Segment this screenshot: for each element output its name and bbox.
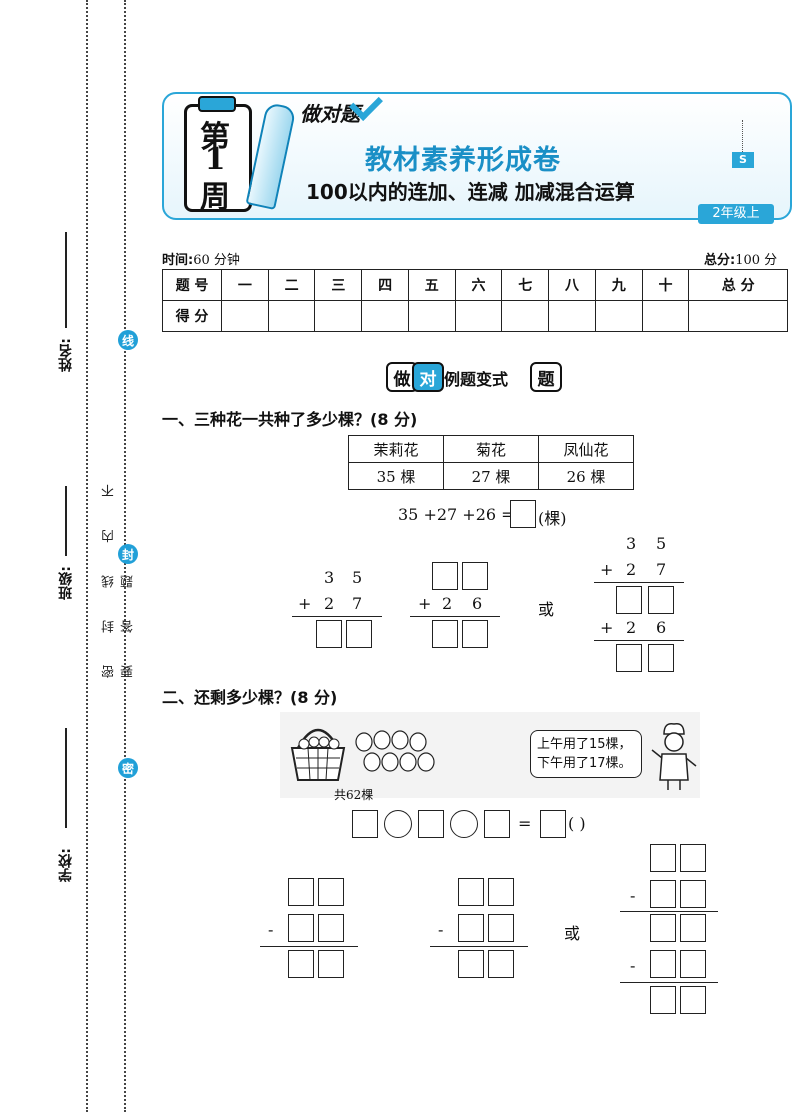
- answer-box[interactable]: [680, 914, 706, 942]
- equals-sign: =: [518, 814, 532, 833]
- badge-string: [742, 120, 745, 152]
- answer-box[interactable]: [288, 914, 314, 942]
- answer-box[interactable]: [458, 950, 484, 978]
- answer-box[interactable]: [540, 810, 566, 838]
- chef-icon: [651, 722, 697, 790]
- answer-box[interactable]: [288, 878, 314, 906]
- name-field[interactable]: [65, 232, 67, 328]
- school-field[interactable]: [65, 728, 67, 828]
- seal-mi-icon: 密: [118, 758, 138, 778]
- answer-box[interactable]: [616, 644, 642, 672]
- page-subtitle: 100以内的连加、连减 加减混合运算: [306, 180, 635, 204]
- page-title: 教材素养形成卷: [365, 145, 561, 176]
- series-logo: 做对题: [300, 102, 360, 126]
- operator-circle[interactable]: [384, 810, 412, 838]
- answer-box[interactable]: [318, 878, 344, 906]
- name-label: 姓名:: [58, 338, 74, 372]
- answer-box[interactable]: [650, 986, 676, 1014]
- answer-box[interactable]: [288, 950, 314, 978]
- answer-box[interactable]: [432, 562, 458, 590]
- class-label: 班级:: [58, 566, 74, 600]
- q2-unit: ( ): [568, 814, 586, 833]
- answer-box[interactable]: [680, 880, 706, 908]
- answer-box[interactable]: [346, 620, 372, 648]
- answer-box[interactable]: [318, 914, 344, 942]
- s-badge: S: [732, 152, 754, 168]
- total-score-info: 总分:100 分: [704, 253, 778, 268]
- answer-box[interactable]: [488, 914, 514, 942]
- answer-box[interactable]: [488, 878, 514, 906]
- answer-box[interactable]: [318, 950, 344, 978]
- basket-caption: 共62棵: [334, 788, 374, 802]
- clipboard-clamp: [198, 96, 236, 112]
- seal-xian-icon: 线: [118, 330, 138, 350]
- answer-box[interactable]: [458, 914, 484, 942]
- answer-box[interactable]: [352, 810, 378, 838]
- class-field[interactable]: [65, 486, 67, 556]
- q1-equation: 35 +27 +26 =: [398, 505, 515, 524]
- section-banner: 做 对 例题变式 题: [386, 360, 562, 392]
- answer-box[interactable]: [650, 880, 676, 908]
- answer-box[interactable]: [616, 586, 642, 614]
- answer-box[interactable]: [462, 562, 488, 590]
- flower-table: 茉莉花 菊花 凤仙花 35 棵 27 棵 26 棵: [348, 435, 634, 490]
- operator-circle[interactable]: [450, 810, 478, 838]
- answer-box[interactable]: [510, 500, 536, 528]
- answer-box[interactable]: [488, 950, 514, 978]
- answer-box[interactable]: [680, 950, 706, 978]
- table-row: 35 棵 27 棵 26 棵: [348, 462, 634, 490]
- basket-icon: [290, 728, 346, 781]
- answer-box[interactable]: [458, 878, 484, 906]
- time-info: 时间:60 分钟: [162, 253, 240, 268]
- week-number: 1: [204, 142, 226, 177]
- answer-box[interactable]: [648, 644, 674, 672]
- score-table: 题 号 一 二 三 四 五 六 七 八 九 十 总 分 得 分: [162, 269, 788, 332]
- week-char-1: 第: [200, 120, 230, 155]
- speech-bubble: 上午用了15棵， 下午用了17棵。: [530, 730, 642, 778]
- or-label: 或: [538, 600, 555, 619]
- cabbage-pile-icon: [355, 730, 435, 772]
- answer-box[interactable]: [432, 620, 458, 648]
- answer-box[interactable]: [680, 844, 706, 872]
- table-row: 得 分: [162, 300, 788, 332]
- answer-box[interactable]: [316, 620, 342, 648]
- dotted-margin-line: [86, 0, 88, 1112]
- answer-box[interactable]: [650, 844, 676, 872]
- answer-box[interactable]: [680, 986, 706, 1014]
- answer-box[interactable]: [462, 620, 488, 648]
- question-1-title: 一、三种花一共种了多少棵？(8 分): [162, 410, 418, 429]
- answer-box[interactable]: [648, 586, 674, 614]
- answer-box[interactable]: [418, 810, 444, 838]
- school-label: 学校:: [58, 848, 74, 882]
- seal-notice: 密 封 线 内 不 要 答 题: [102, 470, 136, 678]
- table-row: 题 号 一 二 三 四 五 六 七 八 九 十 总 分: [162, 269, 788, 301]
- answer-box[interactable]: [650, 950, 676, 978]
- seal-feng-icon: 封: [118, 544, 138, 564]
- question-2-title: 二、还剩多少棵？(8 分): [162, 688, 338, 707]
- or-label: 或: [564, 924, 581, 943]
- q1-unit: (棵): [538, 509, 567, 528]
- answer-box[interactable]: [650, 914, 676, 942]
- week-char-2: 周: [200, 180, 230, 215]
- answer-box[interactable]: [484, 810, 510, 838]
- table-row: 茉莉花 菊花 凤仙花: [348, 435, 634, 463]
- grade-tag: 2年级上: [698, 204, 774, 224]
